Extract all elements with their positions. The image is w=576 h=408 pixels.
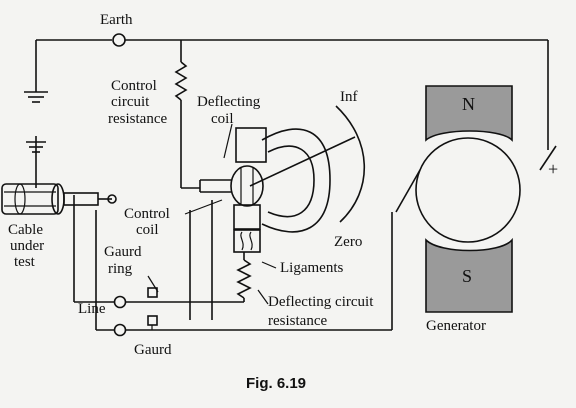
positive-sign: + — [548, 159, 558, 179]
scale-arc — [335, 105, 366, 223]
moving-coil-core — [199, 165, 264, 207]
guard-ring-box — [147, 287, 158, 298]
cable-earth-symbol — [26, 136, 46, 188]
leader-lines — [147, 123, 277, 305]
control-resistance-label-line2: circuit — [111, 94, 150, 110]
negative-brush — [395, 169, 421, 213]
cable-label-line2: under — [10, 238, 44, 254]
ligaments — [233, 229, 261, 253]
figure-caption: Fig. 6.19 — [246, 375, 306, 392]
generator — [395, 85, 557, 313]
permanent-magnet — [261, 128, 331, 233]
deflecting-resistance-label-line2: resistance — [268, 313, 327, 329]
generator-label: Generator — [426, 318, 486, 334]
earth-terminal — [112, 33, 126, 47]
control-coil — [233, 204, 261, 230]
control-resistance-label-line1: Control — [111, 78, 157, 94]
south-pole — [425, 237, 513, 313]
cable-label-line1: Cable — [8, 222, 43, 238]
pointer — [249, 136, 356, 187]
earth-label: Earth — [100, 12, 133, 28]
control-coil-label-line2: coil — [136, 222, 159, 238]
zero-label: Zero — [334, 234, 362, 250]
guard-ring-label-line2: ring — [108, 261, 133, 277]
ligaments-label: Ligaments — [280, 260, 343, 276]
deflecting-resistance-label-line1: Deflecting circuit — [268, 294, 374, 310]
north-pole — [425, 85, 513, 142]
guard-label: Gaurd — [134, 342, 172, 358]
positive-brush — [539, 145, 557, 171]
north-pole-label: N — [462, 94, 475, 114]
control-coil-label-line1: Control — [124, 206, 170, 222]
deflecting-coil-label-line1: Deflecting — [197, 94, 261, 110]
deflecting-coil — [235, 127, 267, 163]
guard-ring-label-line1: Gaurd — [104, 244, 142, 260]
control-circuit-resistor — [174, 40, 200, 189]
south-pole-label: S — [462, 266, 472, 286]
line-label: Line — [78, 301, 106, 317]
cable-under-test — [1, 183, 117, 215]
armature — [415, 137, 521, 243]
inf-label: Inf — [340, 89, 358, 105]
guard-box — [147, 315, 158, 326]
deflecting-coil-label-line2: coil — [211, 111, 234, 127]
control-resistance-label-line3: resistance — [108, 111, 167, 127]
line-terminal — [113, 295, 127, 309]
cable-label-line3: test — [14, 254, 36, 270]
deflecting-circuit-resistor — [236, 252, 252, 302]
ground-symbol — [24, 91, 48, 103]
guard-terminal — [113, 323, 127, 337]
line-circuit — [73, 195, 393, 337]
earth-circuit — [24, 33, 549, 188]
